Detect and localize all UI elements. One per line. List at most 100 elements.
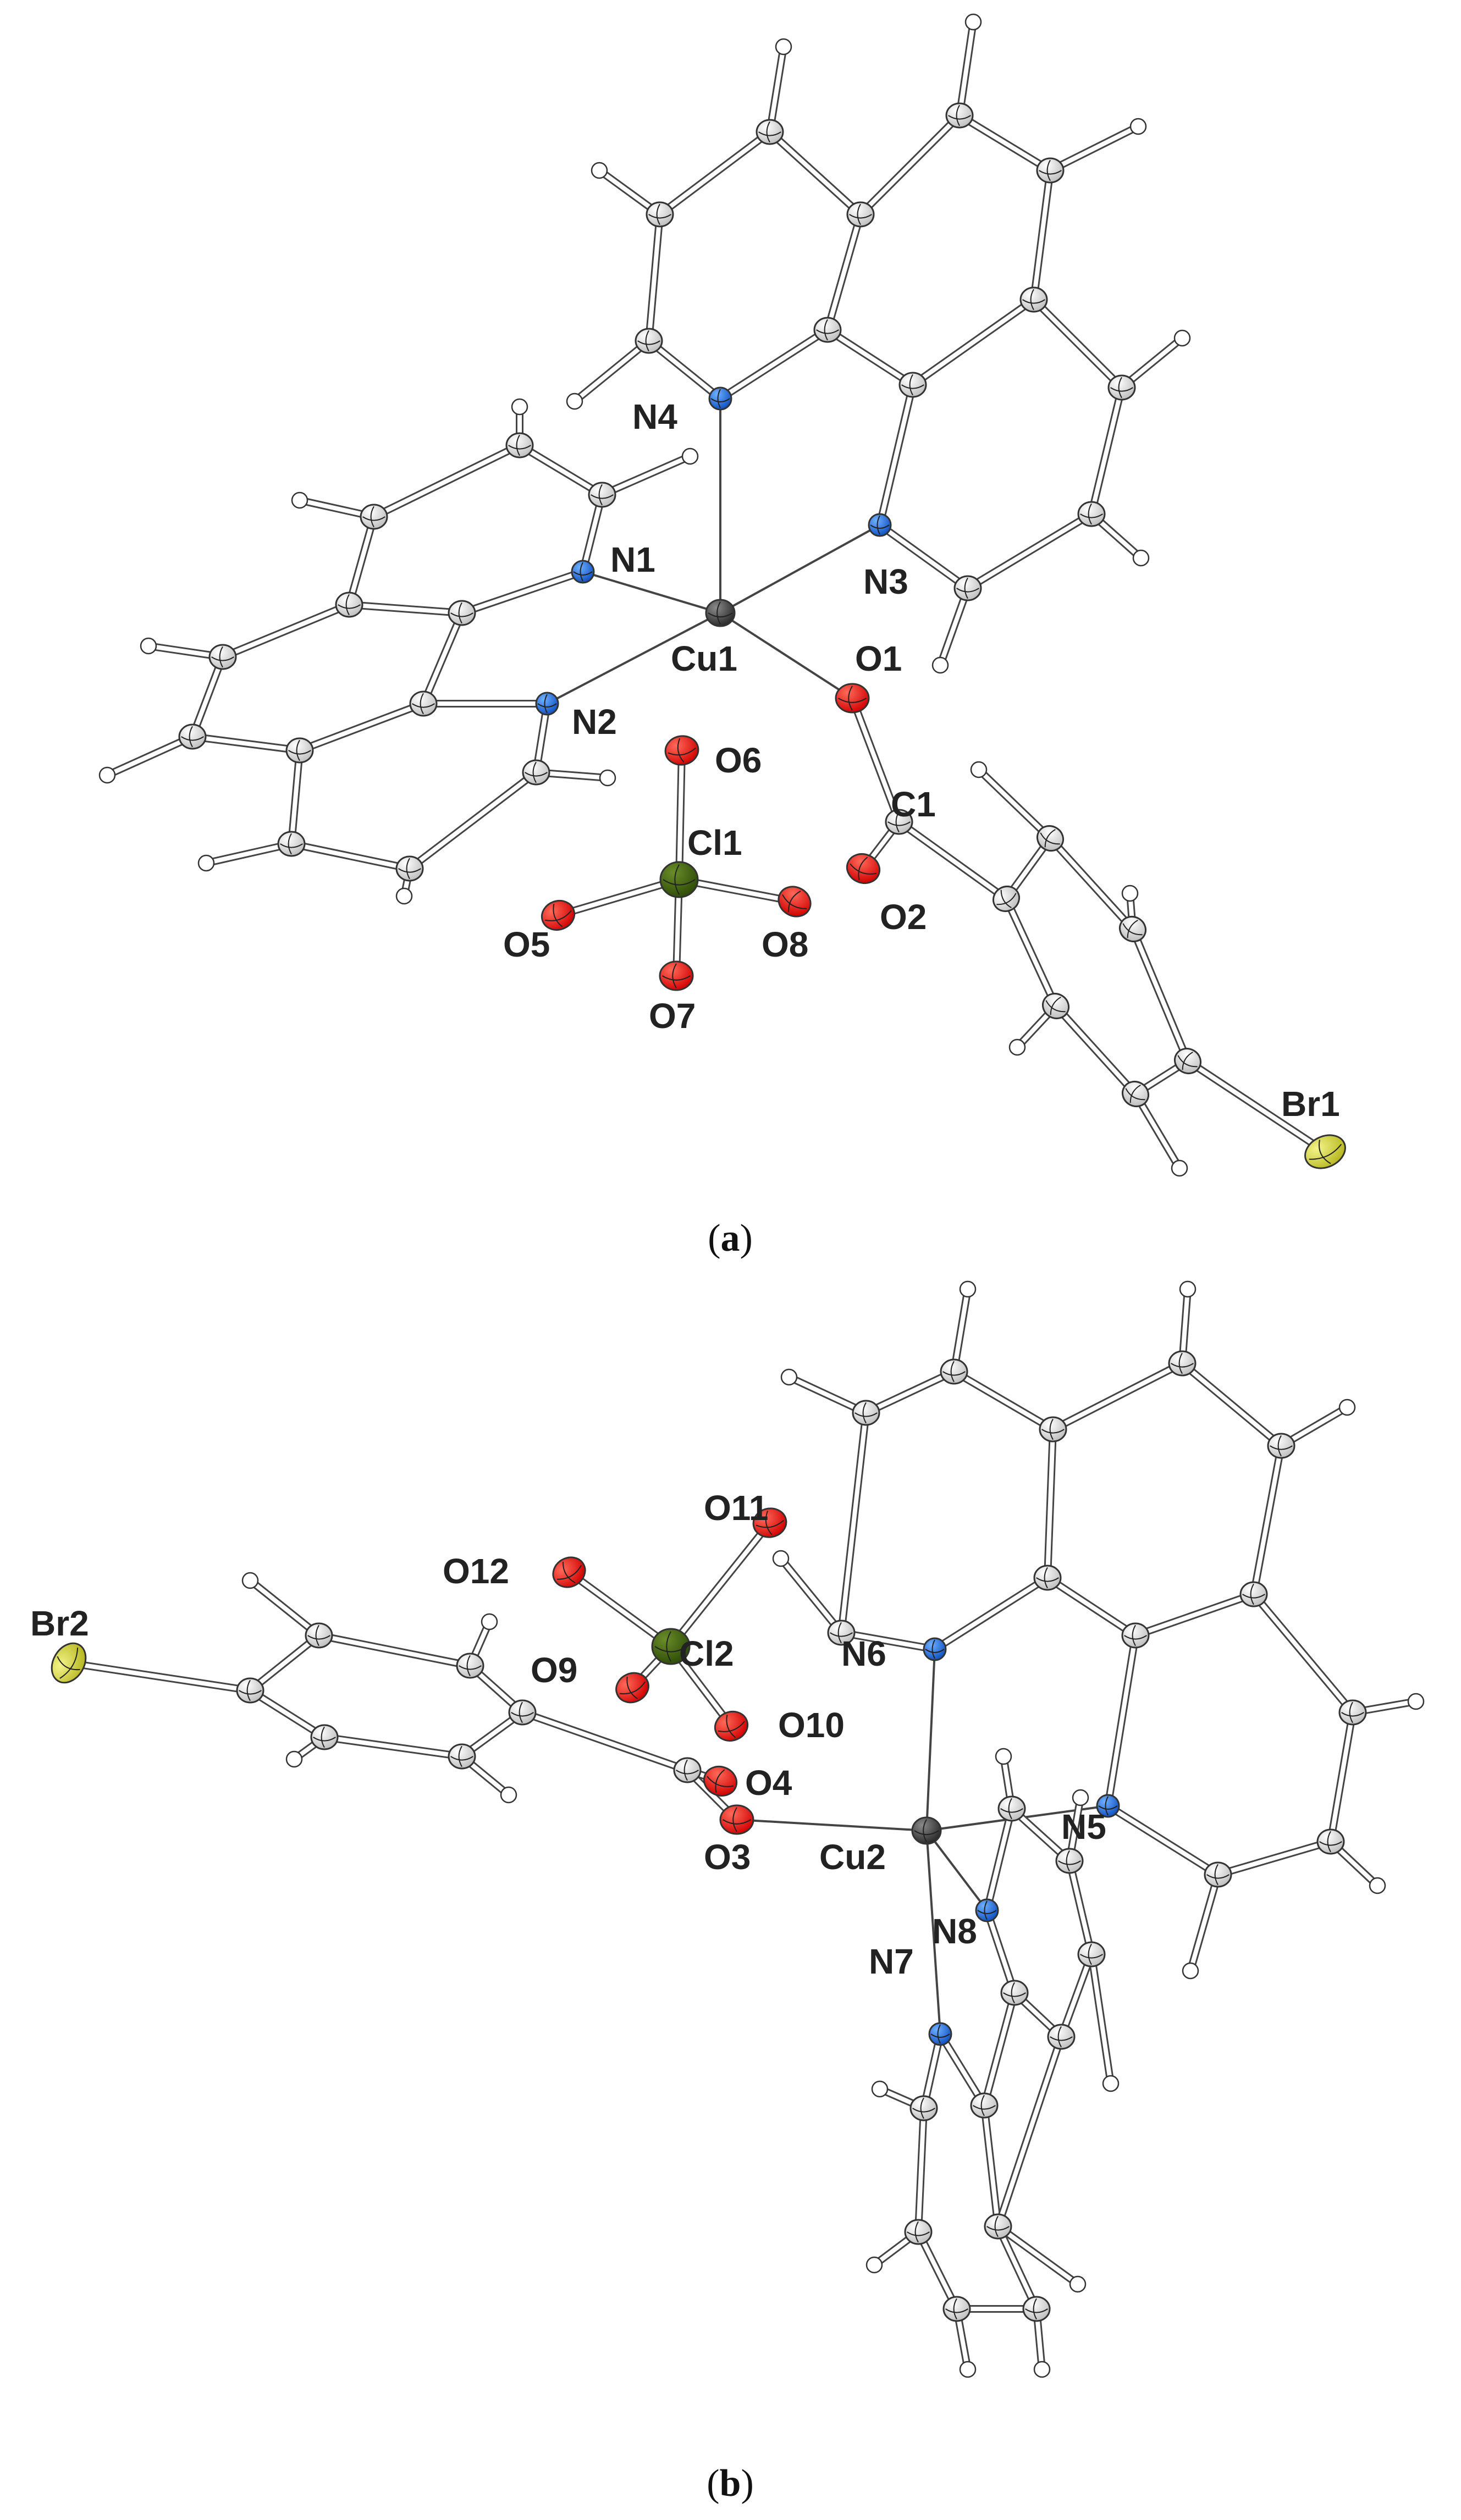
panel-a-atom-c1h [178, 723, 207, 750]
panel-a-atom-o5 [541, 900, 576, 931]
panel-a-atom-h13 [98, 766, 116, 784]
panel-a-atom-cp1 [992, 885, 1021, 913]
panel-b-atom-axes-cq2 [459, 1655, 482, 1677]
panel-a-atom-axes-c4e [816, 319, 839, 341]
panel-b-atom-c8e [1000, 1980, 1029, 2006]
panel-b-atom-cu2 [911, 1816, 942, 1845]
panel-a-atom-c4c [756, 119, 784, 145]
panel-b-atom-c6e [1033, 1565, 1062, 1591]
panel-b-bond-fill-cq2-cq3 [317, 1633, 472, 1668]
panel-a-atom-axes-cp4 [1177, 1051, 1198, 1070]
panel-b-atom-axes-c6k [1319, 1831, 1342, 1853]
panel-b-atom-axes-n6 [925, 1639, 945, 1659]
panel-a-bond-fill-c4b-c4c [658, 130, 772, 217]
panel-b-bond-fill-c6l-h28 [1188, 1872, 1220, 1973]
panel-a-atom-c1g [208, 644, 237, 670]
panel-b-atom-axes-n8 [977, 1900, 997, 1920]
panel-a-bond-fill-c1d-c1g [220, 603, 351, 659]
panel-b-bond-fill-c6d-c6e [1045, 1427, 1055, 1580]
panel-a-bond-fill-c4h-c4j [1032, 297, 1124, 390]
panel-b-atom-axes-c7c [907, 2221, 930, 2243]
panel-b-atom-axes-c8d [1050, 2026, 1073, 2048]
panel-b-atom-br2 [51, 1642, 87, 1684]
panel-a-atom-axes-br1 [1309, 1140, 1342, 1164]
panel-b-atom-h34 [959, 2361, 977, 2378]
panel-b-atom-c7b [970, 2092, 999, 2119]
panel-a-bond-fill-c1i-c1j [289, 748, 302, 846]
atom-label-o8: O8 [762, 925, 808, 964]
panel-b-atom-c8b [1055, 1848, 1084, 1874]
panel-b-bond-fill-c7b-c8e [982, 1991, 1017, 2108]
panel-a-atom-axes-cu1 [708, 601, 733, 625]
panel-b-caption: (b) [707, 2462, 754, 2505]
panel-b-atom-cl2 [651, 1628, 691, 1665]
panel-a-bond-fill-cp5-h19 [1133, 1092, 1182, 1170]
panel-a-atom-axes-c4g [1039, 159, 1062, 181]
panel-a-bond-fill-c1g-c1h [190, 655, 225, 739]
panel-a-bond-fill-cp3-cp4 [1131, 927, 1190, 1063]
panel-a-bond-fill-c1c-c1d [347, 515, 376, 607]
panel-a-bond-fill-c1k-c1l [407, 770, 538, 871]
panel-b-atom-axes-c2 [676, 1759, 699, 1781]
panel-b-bond-fill-cl2-o11 [669, 1521, 772, 1649]
panel-b-atom-cq1 [508, 1699, 537, 1726]
panel-a-bond-fill-c4h-c4i [911, 297, 1036, 387]
panel-a-bond-fill-cp5-cp6 [1054, 1004, 1138, 1096]
atom-label-cl2: Cl2 [679, 1634, 734, 1673]
panel-b-atom-axes-c7b [973, 2095, 996, 2116]
panel-a-atom-axes-cp3 [1122, 919, 1143, 938]
panel-a-bond-fill-n4-c4a [647, 339, 723, 401]
panel-b-atom-axes-o10 [718, 1715, 745, 1738]
panel-a-atom-c1e [448, 600, 476, 626]
panel-a-atom-axes-c4c [758, 121, 781, 143]
panel-b-bond-fill-c6f-c6g [1180, 1361, 1283, 1448]
panel-a-atom-c4a [635, 328, 663, 354]
panel-a-bond-fill-c4e-n4 [718, 328, 830, 401]
panel-b-atom-c6l [1204, 1861, 1232, 1888]
panel-b-atom-h24 [1338, 1399, 1356, 1416]
panel-a-atom-h10 [681, 447, 699, 465]
panel-b-bond-fill-c8b-c8c [1067, 1859, 1094, 1957]
panel-a-atom-o1 [835, 683, 870, 714]
panel-a-atom-cl1 [659, 861, 699, 898]
panel-b-atom-h39 [285, 1750, 303, 1768]
panel-a-atom-h8 [931, 656, 949, 674]
panel-b-bond-fill-cl2-o12 [567, 1570, 673, 1649]
panel-a-bond-fill-c4g-h3 [1048, 124, 1140, 173]
panel-a-atom-c4b [646, 201, 674, 228]
panel-b-atom-o3 [719, 1804, 754, 1835]
panel-b-atom-n8 [975, 1898, 999, 1922]
panel-a-atom-cp4 [1173, 1047, 1202, 1075]
panel-a-atom-cp5 [1121, 1080, 1150, 1108]
panel-b-atom-axes-cq3 [307, 1624, 330, 1646]
panel-b-atom-c6i [1121, 1622, 1150, 1649]
panel-b-atom-c7e [942, 2296, 971, 2322]
atom-label-o6: O6 [715, 740, 762, 780]
atom-label-o5: O5 [503, 925, 550, 964]
panel-b-atom-h38 [481, 1613, 498, 1631]
panel-a-atom-o6 [664, 735, 699, 766]
panel-a-atom-h1 [964, 13, 982, 31]
panel-a-atom-h6 [1173, 329, 1191, 347]
panel-b-atom-c6f [1168, 1350, 1197, 1377]
panel-b-atom-axes-c6l [1206, 1864, 1230, 1886]
panel-a-atom-n3 [868, 513, 892, 537]
panel-b-atom-h36 [1069, 2275, 1087, 2293]
panel-b-bond-fill-c2-cq1 [520, 1710, 690, 1772]
panel-b-atom-h23 [780, 1368, 798, 1386]
panel-b-bond-fill-c7d-c8d [996, 2035, 1063, 2229]
panel-b-atom-axes-cq4 [239, 1679, 262, 1701]
panel-b-atom-h30 [1072, 1789, 1089, 1806]
panel-a-atom-axes-c4d [849, 203, 872, 225]
panel-a-bond-fill-c4c-c4d [768, 130, 863, 217]
panel-a-bond-fill-cp4-br1 [1186, 1059, 1327, 1154]
panel-b-atom-axes-c6c [942, 1361, 966, 1383]
panel-a-bond-fill-c4i-c4e [825, 328, 915, 387]
panel-b-bond-fill-c7d-h36 [996, 2224, 1080, 2286]
panel-b-bond-fill-cq4-br2 [67, 1661, 252, 1693]
panel-a-atom-axes-c4i [901, 374, 924, 396]
panel-b-atom-c6b [852, 1400, 880, 1426]
panel-a-atom-c1f [409, 690, 438, 717]
panel-b-atom-axes-o9 [619, 1676, 646, 1699]
